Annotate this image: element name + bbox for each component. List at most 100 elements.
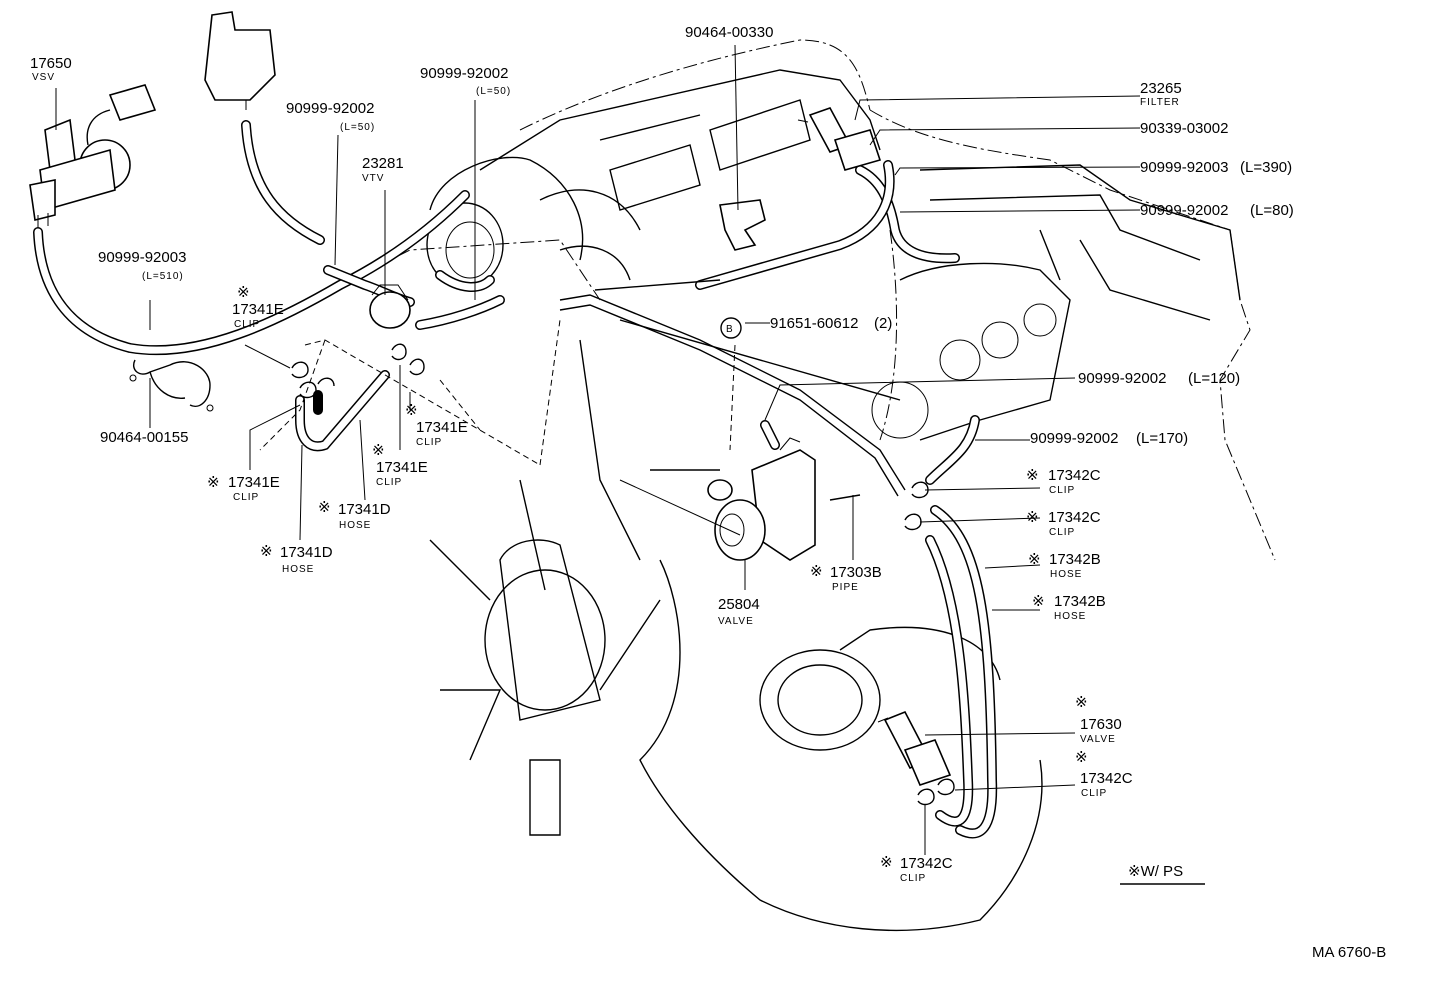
label-17303b: ※ 17303B PIPE [810, 563, 882, 593]
label-90339-03002: 90339-03002 [1140, 120, 1228, 137]
wps-mark: ※ [318, 499, 331, 516]
part-name: HOSE [1054, 611, 1086, 622]
label-17342c-2: ※ 17342C CLIP [1026, 509, 1101, 538]
part-number: 90464-00155 [100, 429, 188, 446]
part-number: 17342C [900, 855, 953, 872]
part-name: VTV [362, 173, 384, 184]
part-number: 17342C [1080, 770, 1133, 787]
part-number: 17341E [228, 474, 280, 491]
part-name: PIPE [832, 582, 859, 593]
label-17341e-3: ※ 17341E CLIP [372, 442, 428, 488]
part-length: (L=510) [142, 271, 184, 282]
label-17341e-1: ※ 17341E CLIP [232, 284, 284, 330]
part-length: (L=390) [1240, 159, 1292, 176]
part-length: (L=120) [1188, 370, 1240, 387]
label-17341e-4: ※ 17341E CLIP [207, 474, 280, 503]
part-number: 90339-03002 [1140, 120, 1228, 137]
wps-mark: ※ [1032, 593, 1045, 610]
legend-text: ※W/ PS [1128, 863, 1183, 880]
assembly-lines [259, 319, 736, 466]
part-name: VSV [32, 72, 55, 83]
part-length: (L=50) [476, 86, 511, 97]
part-name: CLIP [234, 319, 260, 330]
valve-25804 [707, 437, 816, 561]
vacuum-tank [204, 11, 276, 110]
part-name: CLIP [1049, 485, 1075, 496]
callout-letter: B [726, 324, 734, 335]
part-name: VALVE [1080, 734, 1116, 745]
label-23265: 23265 FILTER [1140, 80, 1182, 108]
part-number: 17341D [338, 501, 391, 518]
label-90999-92002-a: 90999-92002 (L=50) [286, 100, 374, 133]
leader-lines [55, 44, 1141, 855]
label-17342b-1: ※ 17342B HOSE [1028, 551, 1101, 580]
ps-valve-17630 [877, 710, 952, 786]
label-90999-92002-l80: 90999-92002 (L=80) [1140, 202, 1294, 219]
part-number: 90999-92002 [286, 100, 374, 117]
wps-mark: ※ [237, 284, 250, 301]
label-17342c-4: ※ 17342C CLIP [880, 854, 953, 884]
part-number: 17342B [1054, 593, 1106, 610]
filter-23265 [797, 107, 882, 171]
part-number: 90999-92003 [98, 249, 186, 266]
part-length: (L=80) [1250, 202, 1294, 219]
part-number: 17650 [30, 55, 72, 72]
part-number: 25804 [718, 596, 760, 613]
part-number: 17342B [1049, 551, 1101, 568]
part-name: HOSE [339, 520, 371, 531]
wps-mark: ※ [207, 474, 220, 491]
label-23281: 23281 VTV [362, 155, 404, 184]
part-number: 17342C [1048, 467, 1101, 484]
wps-mark: ※ [880, 854, 893, 871]
part-name: CLIP [416, 437, 442, 448]
part-number: 17341D [280, 544, 333, 561]
part-number: 90999-92002 [1030, 430, 1118, 447]
part-number: 17341E [232, 301, 284, 318]
wps-mark: ※ [1028, 551, 1041, 568]
part-number: 17630 [1080, 716, 1122, 733]
label-17341d-1: ※ 17341D HOSE [318, 499, 391, 531]
label-17342c-1: ※ 17342C CLIP [1026, 467, 1101, 496]
part-number: 17341E [416, 419, 468, 436]
vtv-23281 [369, 284, 411, 329]
vacuum-hoses [33, 120, 998, 839]
part-number: 23265 [1140, 80, 1182, 97]
part-number: 90999-92002 [1140, 202, 1228, 219]
part-number: 17303B [830, 564, 882, 581]
diagram-code: MA 6760-B [1312, 944, 1386, 961]
label-90464-00155: 90464-00155 [100, 429, 188, 446]
part-name: HOSE [1050, 569, 1082, 580]
vsv-17650 [29, 84, 157, 228]
part-name: CLIP [900, 873, 926, 884]
callout-circle [720, 317, 742, 339]
part-number: 90999-92003 [1140, 159, 1228, 176]
part-name: HOSE [282, 564, 314, 575]
part-qty: (2) [874, 315, 892, 332]
label-17630: ※ 17630 VALVE [1075, 694, 1122, 745]
legend-wps: ※W/ PS [1120, 863, 1205, 885]
part-name: CLIP [233, 492, 259, 503]
label-90999-92002-b: 90999-92002 (L=50) [420, 65, 511, 97]
label-90999-92002-l120: 90999-92002 (L=120) [1078, 370, 1240, 387]
label-90999-92002-l170: 90999-92002 (L=170) [1030, 430, 1188, 447]
label-17341e-2: ※ 17341E CLIP [405, 402, 468, 448]
label-25804: 25804 VALVE [718, 596, 760, 627]
part-name: FILTER [1140, 97, 1180, 108]
label-17341d-2: ※ 17341D HOSE [260, 543, 333, 575]
pipe-17303b [559, 279, 906, 501]
part-number: 17341E [376, 459, 428, 476]
part-number: 90464-00330 [685, 24, 773, 41]
wps-mark: ※ [260, 543, 273, 560]
wps-mark: ※ [1075, 749, 1088, 766]
part-name: CLIP [1081, 788, 1107, 799]
label-90999-92003-l390: 90999-92003 (L=390) [1140, 159, 1292, 176]
wps-mark: ※ [1026, 509, 1039, 526]
wps-mark: ※ [810, 563, 823, 580]
part-number: 17342C [1048, 509, 1101, 526]
label-90999-92003-l510: 90999-92003 (L=510) [98, 249, 186, 282]
wps-mark: ※ [1026, 467, 1039, 484]
part-number: 91651-60612 [770, 315, 858, 332]
label-17342b-2: ※ 17342B HOSE [1032, 593, 1106, 622]
engine-block [426, 69, 1241, 932]
